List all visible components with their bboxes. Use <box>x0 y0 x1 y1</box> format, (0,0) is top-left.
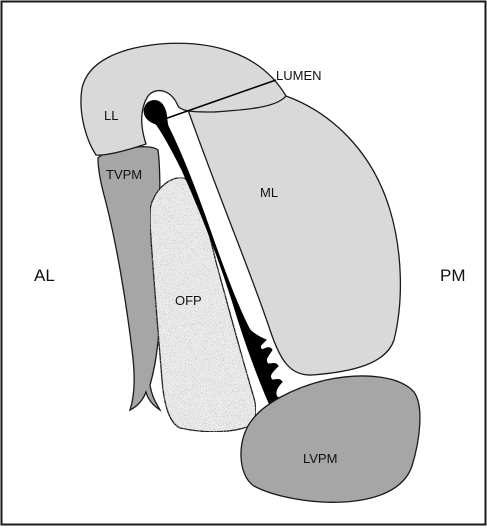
label-lumen: LUMEN <box>276 68 322 83</box>
label-pm: PM <box>440 266 466 285</box>
label-lvpm: LVPM <box>303 451 337 466</box>
label-ofp: OFP <box>175 293 202 308</box>
label-ml: ML <box>260 185 278 200</box>
label-ll: LL <box>104 108 118 123</box>
label-tvpm: TVPM <box>106 167 142 182</box>
label-al: AL <box>34 266 55 285</box>
